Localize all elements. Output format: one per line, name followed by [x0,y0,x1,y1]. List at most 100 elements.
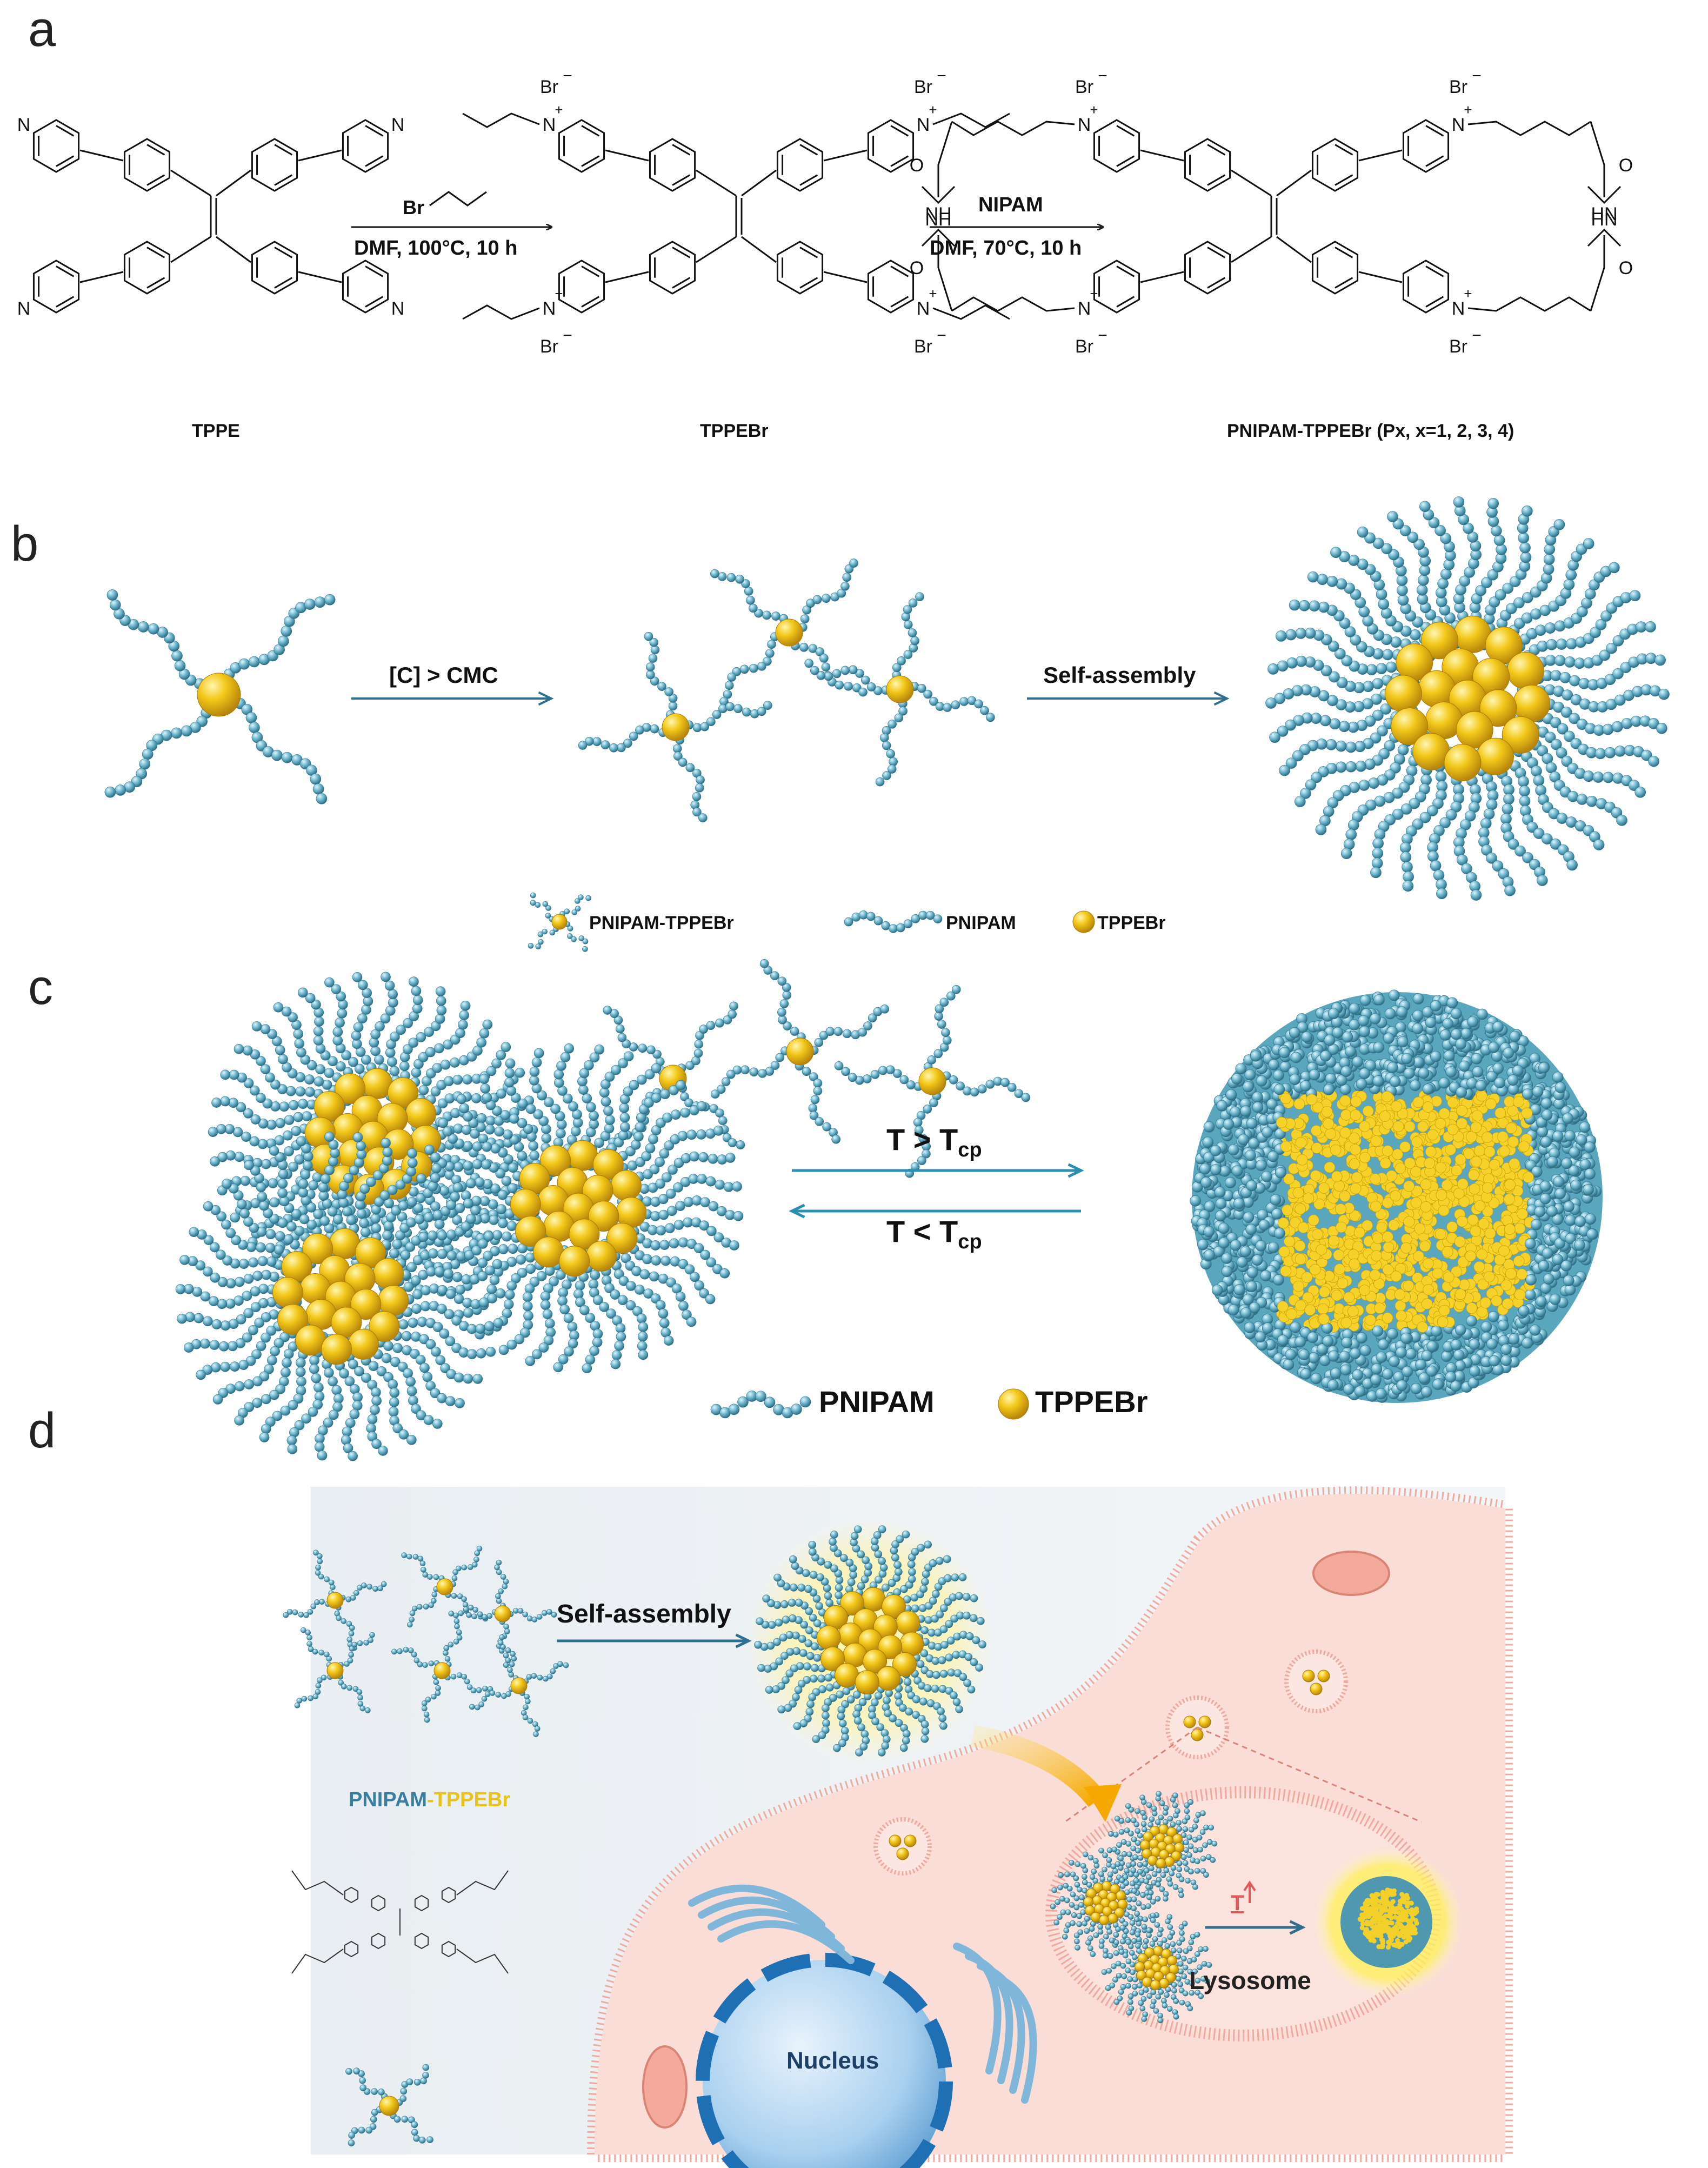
corona-chain [1110,1845,1150,1870]
positive-charge: + [1090,285,1098,302]
core-sphere [1165,1972,1176,1983]
polymer-arm [391,1647,440,1668]
corona-chain [1167,1968,1211,1986]
corona-chain [880,1670,911,1752]
core-sphere [559,1246,590,1277]
polymer-arm [345,2067,388,2100]
legend-c-icon-ball [998,1388,1029,1420]
polymer-arm [809,1005,890,1055]
tppebr-core [775,619,803,647]
uptake-arrowhead [1084,1784,1122,1822]
network-star-polymer [834,985,1031,1178]
polymer-arm [804,659,891,695]
core-sphere [1149,1826,1160,1837]
core-sphere [1140,1840,1151,1851]
core-sphere [277,1304,309,1335]
core-sphere [1421,622,1459,660]
core-sphere [540,1145,571,1176]
tppebr-core [379,2096,399,2116]
core-sphere [348,1328,379,1360]
conjugate-name-part1: PNIPAM [349,1788,427,1811]
positive-charge: + [1090,102,1098,118]
lysosome-label: Lysosome [1189,1966,1311,1994]
zoom-line [1064,1726,1198,1823]
core-sphere [331,1307,362,1338]
pyridine-ring [558,119,605,173]
core-sphere [1135,1961,1145,1972]
core-sphere [840,1591,865,1616]
negative-charge: − [563,327,572,344]
phenyl-ring [1311,138,1359,192]
oxygen-atom: O [910,258,924,278]
phenyl-ring [649,138,696,192]
negative-charge: − [1098,67,1107,85]
pyridine-ring [1093,119,1140,173]
golgi-cisterna [688,1884,825,1928]
polymer-arm [719,632,779,706]
corona-chain [852,1673,875,1757]
corona-chain [1427,746,1464,900]
legend-c-tppebr: TPPEBr [1035,1385,1148,1419]
lysosome-micelle [1050,1847,1161,1959]
positive-charge: + [929,102,937,118]
polymer-arm [875,699,908,787]
polymer-arm [469,1686,515,1711]
corona-chain [1163,1920,1188,1960]
lysosome-micelle [1106,1791,1218,1902]
step1-reagent: Br [403,196,425,218]
nitrogen-atom: N [543,115,556,135]
compound-label-tppebr: TPPEBr [700,421,769,441]
tppebr-core [551,914,568,930]
polymer-arm [294,1674,333,1708]
polymer-arm [494,1559,509,1609]
core-sphere [816,1625,841,1650]
positive-charge: + [1464,285,1472,302]
corona-chain [1357,526,1453,651]
allyl-group [932,304,1010,320]
corona-chain [371,1182,463,1275]
pyridine-ring [32,260,80,314]
panel-d-illustration [283,1486,1513,2168]
negative-charge: − [1472,327,1482,344]
polymer-arm [104,707,212,798]
micelle-d [754,1525,986,1757]
nitrogen-atom: N [391,298,405,319]
nitrogen-atom: N [1078,298,1091,319]
allyl-group [462,112,540,128]
golgi-cisterna [989,1972,1037,2104]
positive-charge: + [1464,102,1472,118]
d-network-star [469,1634,569,1737]
phenyl-ring [1184,138,1231,192]
corona-chain [1269,695,1417,743]
vesicle-micelle [1183,1715,1196,1728]
arrow-cooling [789,1203,1081,1219]
core-sphere [588,1200,619,1232]
isopropyl-group [1587,185,1622,204]
step2-reagent: NIPAM [978,194,1043,216]
polymer-arm [406,1586,439,1628]
forward-label-text: T > T [886,1122,958,1156]
corona-chain [892,1573,967,1620]
polymer-arm [519,1690,541,1737]
nitrogen-atom: N [917,115,930,135]
zoom-line [1197,1726,1422,1823]
corona-chain [757,1642,838,1673]
amide-nh: HN [1591,209,1617,230]
phenyl-ring [123,241,171,295]
core-sphere [1171,1851,1182,1861]
core-sphere [321,1334,352,1365]
core-sphere [1502,716,1539,754]
reverse-label-sub: cp [958,1231,982,1254]
isopropyl-group [921,228,956,247]
polymer-arm [892,592,924,680]
panel-letter-d: d [28,1403,56,1458]
arrow-heating-d [1205,1920,1306,1935]
d-network-star [391,1618,493,1723]
lysosome-micelle [1101,1912,1212,2024]
core-sphere [1506,652,1544,690]
corona-chain [1514,621,1656,687]
pnipam-linker [1467,296,1591,312]
bromide-atom: Br [540,77,558,97]
tppebr-core [786,1038,814,1066]
core-sphere [350,1288,382,1320]
